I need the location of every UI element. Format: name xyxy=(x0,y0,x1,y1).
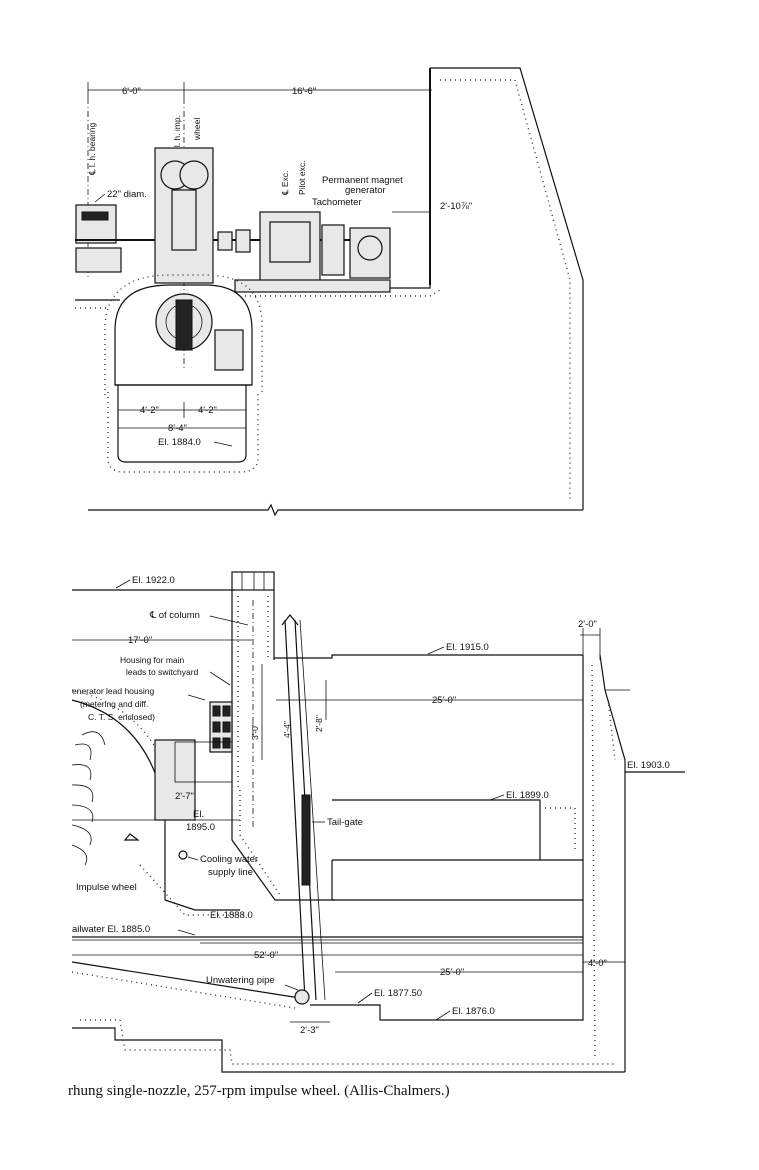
dim-2ft7: 2'-7" xyxy=(175,791,194,802)
column-top xyxy=(231,571,275,591)
foundation-line xyxy=(72,1027,625,1073)
label-cooling-1: Cooling water xyxy=(200,854,258,865)
cooling-pipe xyxy=(178,850,188,860)
elev-1895-b: 1895.0 xyxy=(186,822,215,833)
elev-1895-a: El. xyxy=(193,809,204,820)
top-base-line xyxy=(88,503,583,517)
elev-1903: El. 1903.0 xyxy=(627,760,670,771)
floor-1915 xyxy=(274,654,583,659)
dim-2ft3: 2'-3" xyxy=(300,1025,319,1036)
impulse-wheel-housing xyxy=(71,699,166,900)
label-gen-1: enerator lead housing xyxy=(72,686,155,696)
label-wheel: wheel xyxy=(192,118,202,141)
wheel-pit xyxy=(114,284,253,386)
label-cooling-2: supply line xyxy=(208,867,253,878)
figure-caption: rhung single-nozzle, 257-rpm impulse whe… xyxy=(68,1083,450,1099)
impulse-wheel-buckets xyxy=(71,731,106,866)
elev-1877: El. 1877.50 xyxy=(374,988,422,999)
label-unwatering: Unwatering pipe xyxy=(206,975,275,986)
dim-25ft-lower: 25'-0" xyxy=(440,967,464,978)
sloping-floor xyxy=(71,961,301,999)
bottom-section-view: El. 1922.0 ℄ of column 17'-0" Housing fo… xyxy=(71,571,685,1073)
label-exc: ℄ Exc. xyxy=(280,171,290,196)
dim-4ft: 4'-0" xyxy=(588,958,607,969)
top-plan-view: 6'-0" 16'-6" ℄ l. h. bearing ℄ l. h. imp… xyxy=(75,67,584,517)
label-pmg-2: generator xyxy=(345,185,386,196)
elev-1915: El. 1915.0 xyxy=(446,642,489,653)
label-lh-imp: ℄ l. h. imp. xyxy=(172,115,182,156)
dim-25ft-upper: 25'-0" xyxy=(432,695,456,706)
dim-4ft2-right: 4'-2" xyxy=(198,405,217,416)
label-impulse-wheel: Impulse wheel xyxy=(76,882,137,893)
dim-6ft: 6'-0" xyxy=(122,86,141,97)
label-gen-2: (metering and diff. xyxy=(80,699,148,709)
tail-gate xyxy=(301,794,311,886)
dim-3ft: 3'-0" xyxy=(250,723,260,740)
right-wall-bottom xyxy=(599,654,626,1072)
elev-1899: El. 1899.0 xyxy=(506,790,549,801)
label-lh-bearing: ℄ l. h. bearing xyxy=(87,122,97,176)
label-pmg-1: Permanent magnet xyxy=(322,175,403,186)
elev-1922: El. 1922.0 xyxy=(132,575,175,586)
dim-52ft: 52'-0" xyxy=(254,950,278,961)
label-pilot-exc: Pilot exc. xyxy=(297,161,307,196)
dim-2ft-top: 2'-0" xyxy=(578,619,597,630)
elev-1876: El. 1876.0 xyxy=(452,1006,495,1017)
label-column: ℄ of column xyxy=(149,610,200,621)
label-tachometer: Tachometer xyxy=(312,197,362,208)
dim-4ft2-left: 4'-2" xyxy=(140,405,159,416)
elev-1884: El. 1884.0 xyxy=(158,437,201,448)
dim-17ft: 17'-0" xyxy=(128,635,152,646)
dim-16ft: 16'-6" xyxy=(292,86,316,97)
unwatering-pipe xyxy=(294,989,310,1005)
pilot-exciter xyxy=(321,224,345,276)
elev-tailwater: ailwater El. 1885.0 xyxy=(72,924,150,935)
label-22-diam: 22" diam. xyxy=(107,189,147,200)
label-housing-1: Housing for main xyxy=(120,655,185,665)
right-wall-outline xyxy=(430,67,584,510)
right-wall-concrete xyxy=(440,79,571,500)
label-tailgate: Tail-gate xyxy=(327,817,363,828)
label-gen-3: C. T. S. enclosed) xyxy=(88,712,155,722)
dim-2ft8: 2'-8" xyxy=(314,715,324,732)
elev-1888: El. 1888.0 xyxy=(210,910,253,921)
dim-clearance: 2'-10⅞" xyxy=(440,201,472,212)
dim-4ft4: 4'-4" xyxy=(282,721,292,738)
label-housing-2: leads to switchyard xyxy=(126,667,199,677)
left-bearing xyxy=(75,204,117,244)
tailrace-pit xyxy=(117,385,247,463)
dim-8ft4: 8'-4" xyxy=(168,423,187,434)
